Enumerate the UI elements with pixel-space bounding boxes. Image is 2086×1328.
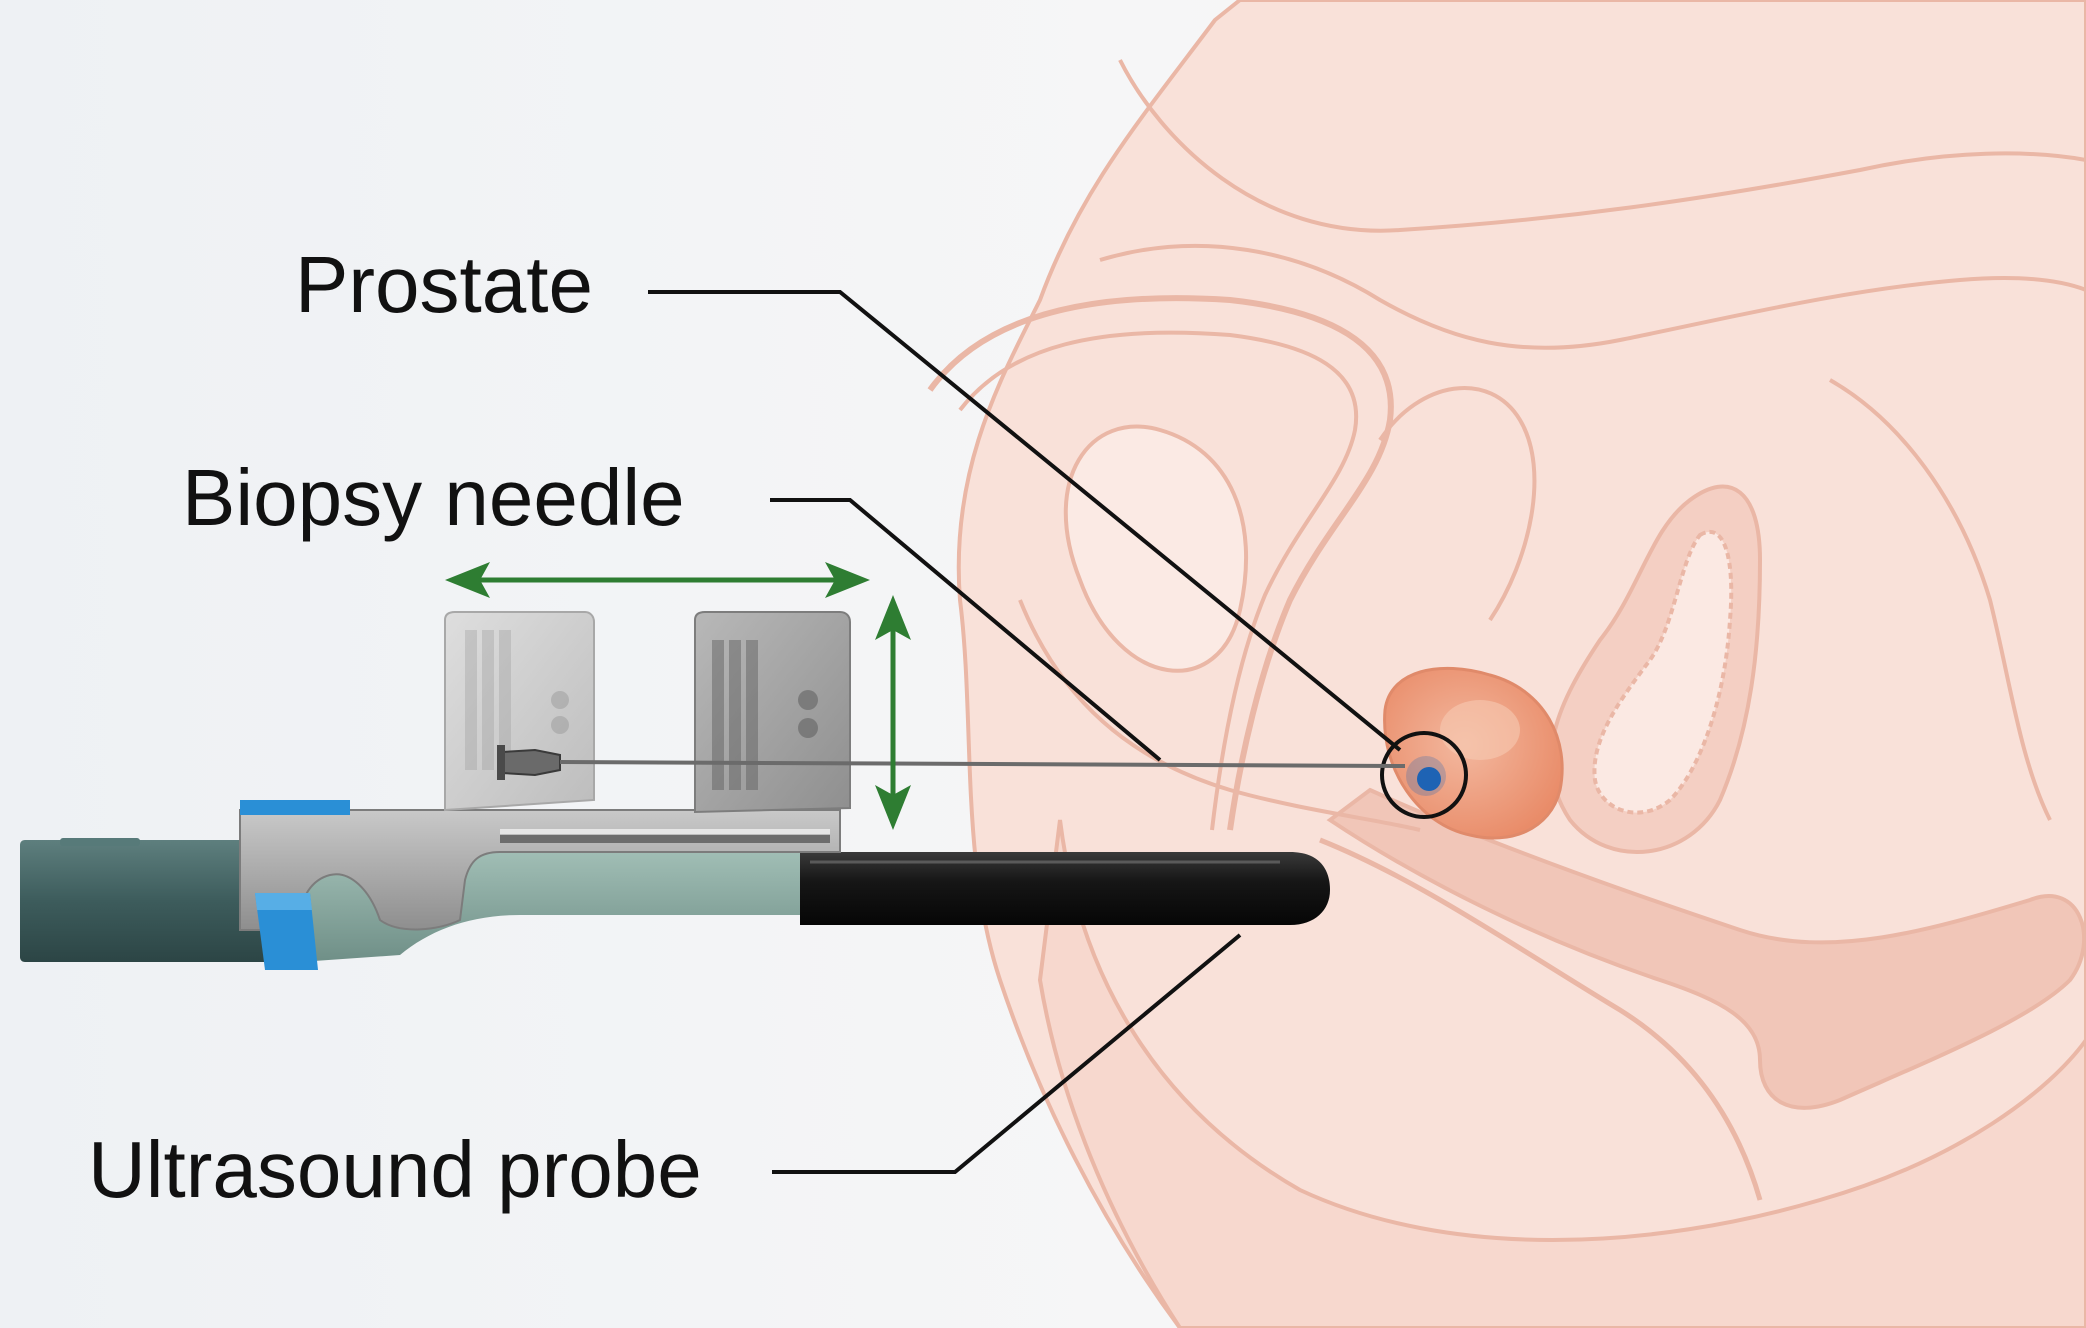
probe-handle-seam xyxy=(60,838,140,846)
prostate-highlight xyxy=(1440,700,1520,760)
ultrasound-probe-label: Ultrasound probe xyxy=(88,1130,702,1210)
rail-slot xyxy=(500,835,830,843)
clip-bottom-shade xyxy=(255,893,312,910)
rail-slot-light xyxy=(500,829,830,834)
needle-hub-grip xyxy=(497,745,505,780)
clip-top xyxy=(240,800,350,815)
pelvic-anatomy xyxy=(930,0,2086,1328)
prostate-label: Prostate xyxy=(295,245,593,325)
biopsy-needle-label: Biopsy needle xyxy=(182,458,685,538)
lesion-marker-halo xyxy=(1406,756,1446,796)
needle-hub xyxy=(502,750,560,775)
